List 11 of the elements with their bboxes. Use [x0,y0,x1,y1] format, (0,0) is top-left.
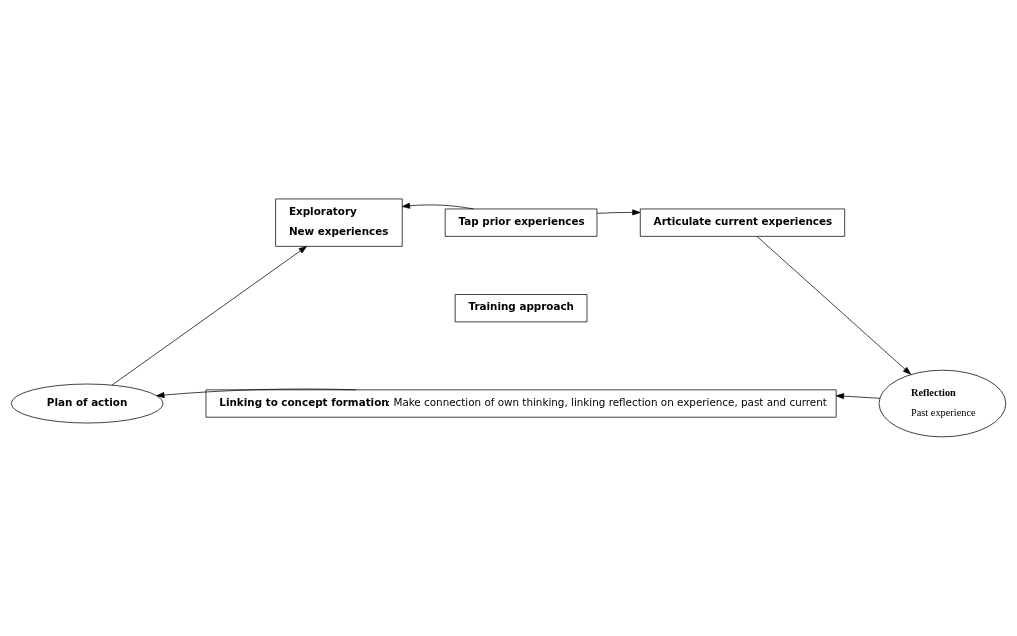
arrow [401,202,474,210]
node-box: Tap prior experiences [444,208,598,237]
node-box: Exploratory New experiences [275,198,403,247]
node-box: Linking to concept formation: Make connection of own thinking, linking reflection on experience, past and current [205,389,837,418]
arrow [835,393,881,400]
arrow [596,209,641,216]
arrow [111,246,307,386]
arrow [756,236,911,375]
node-box: Articulate current experiences [639,208,846,237]
arrow [156,388,357,398]
node-box: Training approach [454,294,588,323]
